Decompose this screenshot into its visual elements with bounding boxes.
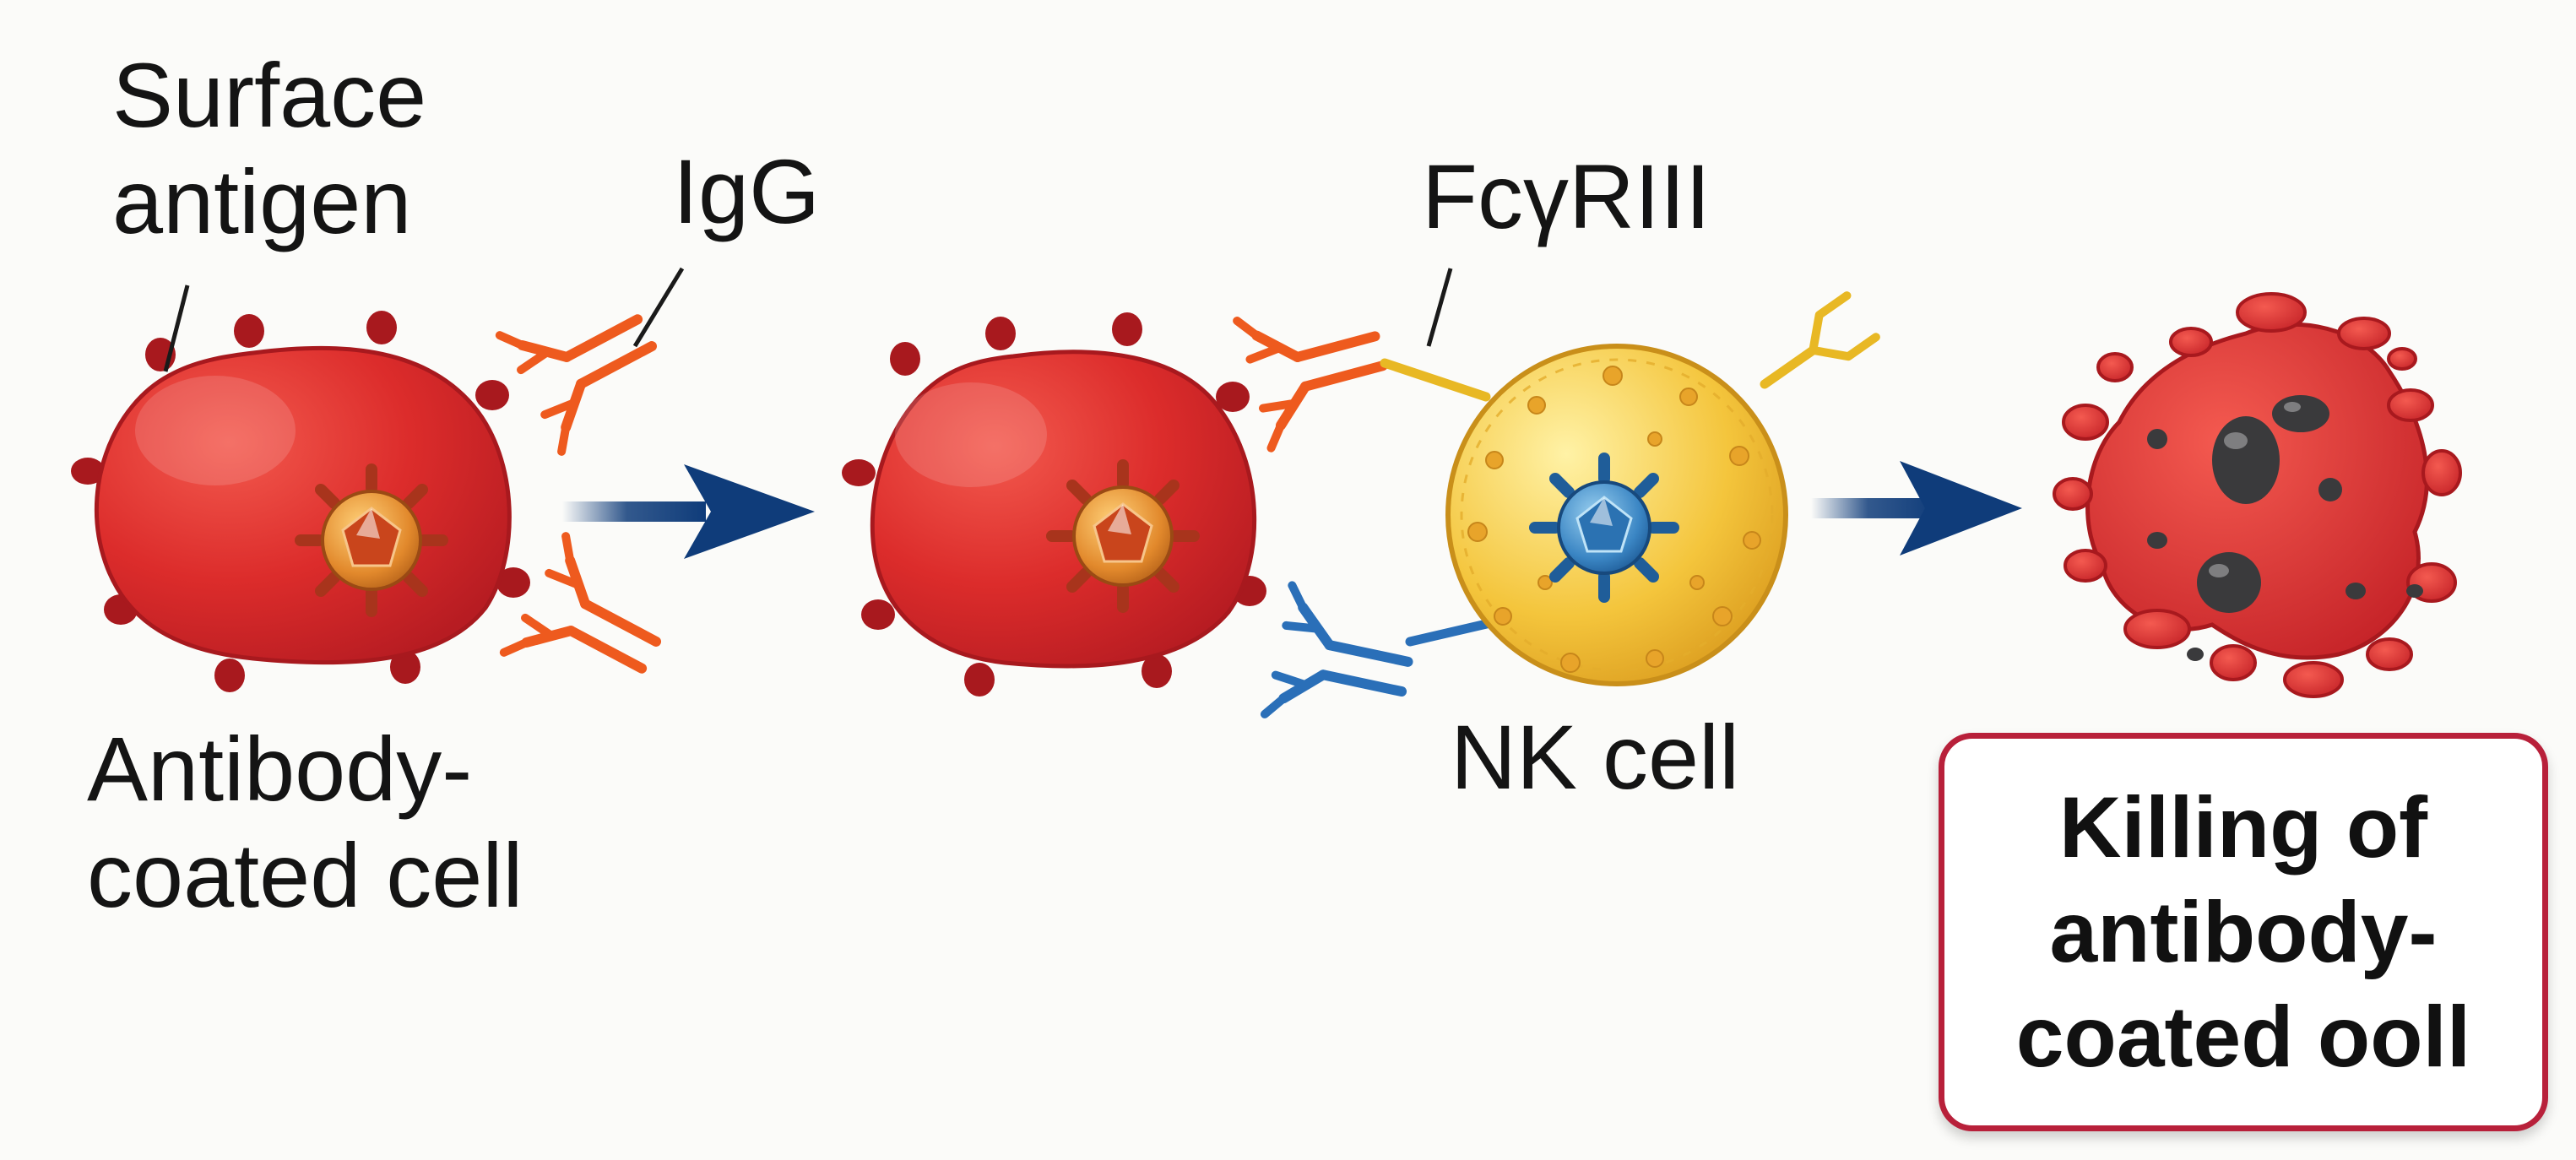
- igg-antibody-icon: [1265, 585, 1418, 740]
- arrow-right-icon: [562, 464, 815, 559]
- nk-cell-icon: [1445, 344, 1788, 686]
- igg-label: IgG: [673, 140, 821, 242]
- fcgriii-leader: [1426, 268, 1453, 347]
- igg-antibody-icon: [500, 274, 680, 713]
- igg-leader: [632, 267, 685, 348]
- surface-antigen-leader: [163, 285, 190, 372]
- killing-result-box: Killing of antibody- coated ooll: [1939, 733, 2548, 1131]
- nk-cell-label: NK cell: [1451, 706, 1740, 808]
- arrow-right-icon: [1811, 461, 2022, 556]
- target-cell-icon: [71, 311, 530, 692]
- fc-receptor-icon: [1380, 295, 1876, 404]
- fcgriii-label: FcγRIII: [1422, 145, 1711, 247]
- surface-antigen-label: Surface antigen: [112, 44, 427, 252]
- fc-receptor-icon: [1405, 618, 1495, 647]
- igg-antibody-icon: [1237, 287, 1396, 447]
- antibody-coated-cell-label: Antibody- coated cell: [87, 718, 523, 926]
- killing-result-text: Killing of antibody- coated ooll: [2015, 779, 2471, 1085]
- lysed-cell-icon: [2053, 292, 2462, 698]
- target-cell-icon: [842, 312, 1266, 697]
